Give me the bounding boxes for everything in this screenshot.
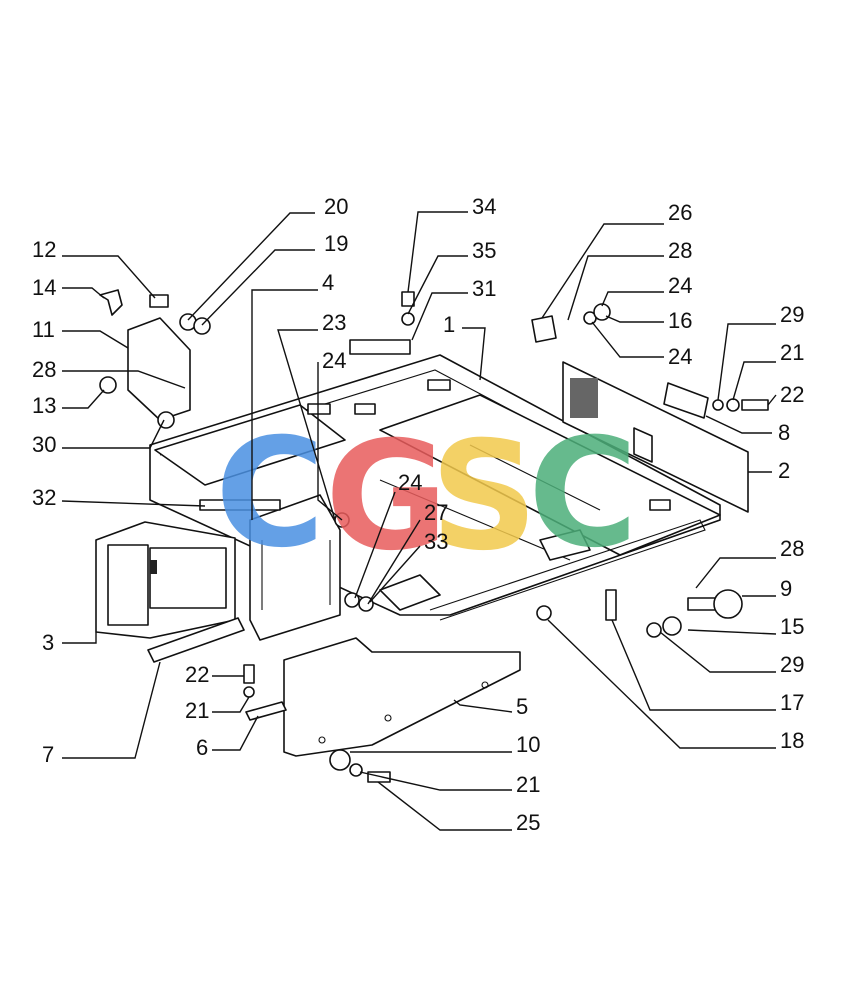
callout-24: 24 <box>668 273 692 298</box>
callout-28: 28 <box>780 536 804 561</box>
side-panel <box>562 361 749 513</box>
long-panel <box>283 637 521 757</box>
callout-16: 16 <box>668 308 692 333</box>
callout-18: 18 <box>780 728 804 753</box>
callout-28: 28 <box>32 357 56 382</box>
callout-33: 33 <box>424 529 448 554</box>
callout-15: 15 <box>780 614 804 639</box>
watermark-letter-3: S <box>430 410 538 584</box>
callout-26: 26 <box>668 200 692 225</box>
callout-24: 24 <box>398 470 422 495</box>
callout-3: 3 <box>42 630 54 655</box>
callout-2: 2 <box>778 458 790 483</box>
callout-12: 12 <box>32 237 56 262</box>
callout-24: 24 <box>322 348 346 373</box>
callout-25: 25 <box>516 810 540 835</box>
callout-20: 20 <box>324 194 348 219</box>
watermark: C G S C <box>215 407 638 584</box>
callout-34: 34 <box>472 194 496 219</box>
callout-10: 10 <box>516 732 540 757</box>
callout-13: 13 <box>32 393 56 418</box>
callout-22: 22 <box>185 662 209 687</box>
callout-8: 8 <box>778 420 790 445</box>
callout-6: 6 <box>196 735 208 760</box>
callout-14: 14 <box>32 275 56 300</box>
callout-4: 4 <box>322 270 334 295</box>
watermark-letter-4: C <box>528 407 638 581</box>
callout-21: 21 <box>185 698 209 723</box>
bracket <box>249 494 341 641</box>
callout-5: 5 <box>516 694 528 719</box>
callout-31: 31 <box>472 276 496 301</box>
grille <box>95 521 236 639</box>
callout-21: 21 <box>516 772 540 797</box>
callout-32: 32 <box>32 485 56 510</box>
callout-9: 9 <box>780 576 792 601</box>
callout-24: 24 <box>668 344 692 369</box>
watermark-letter-1: C <box>215 407 325 581</box>
watermark-letter-2: G <box>325 410 448 584</box>
callout-21: 21 <box>780 340 804 365</box>
callout-17: 17 <box>780 690 804 715</box>
callout-22: 22 <box>780 382 804 407</box>
callout-1: 1 <box>443 312 455 337</box>
callout-23: 23 <box>322 310 346 335</box>
small-parts <box>99 289 769 783</box>
callout-19: 19 <box>324 231 348 256</box>
callout-29: 29 <box>780 652 804 677</box>
callout-labels: 20 19 12 14 11 28 13 30 32 3 7 22 21 6 4… <box>32 194 804 835</box>
callout-30: 30 <box>32 432 56 457</box>
leader-lines <box>61 211 777 831</box>
callout-29: 29 <box>780 302 804 327</box>
strip <box>147 617 245 663</box>
callout-27: 27 <box>424 500 448 525</box>
callout-11: 11 <box>32 317 55 342</box>
callout-28: 28 <box>668 238 692 263</box>
callout-35: 35 <box>472 238 496 263</box>
callout-7: 7 <box>42 742 54 767</box>
